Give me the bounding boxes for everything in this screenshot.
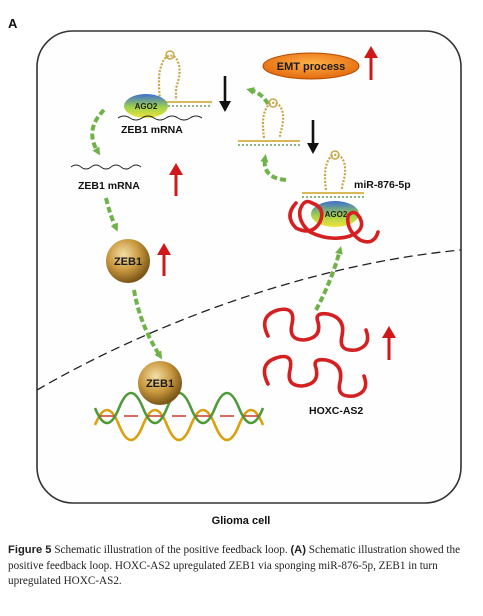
zeb1-nucleus-label: ZEB1 (146, 378, 174, 390)
hoxc-as2-squiggle-2 (262, 354, 368, 399)
mirna-label: miR-876-5p (354, 179, 411, 191)
diagram: EMT process AGO2 ZEB1 mRNA (36, 30, 462, 527)
cell-membrane (36, 30, 462, 504)
caption-figure-label: Figure 5 (8, 544, 52, 556)
emt-label: EMT process (277, 61, 345, 73)
ago2-mrna-complex-top: AGO2 (117, 50, 212, 121)
zeb1-mrna-free-label: ZEB1 mRNA (78, 180, 140, 192)
zeb1-protein-cyto: ZEB1 (106, 239, 150, 283)
green-arrow-hoxc-up (314, 246, 343, 311)
hoxc-as2-label: HOXC-AS2 (309, 405, 363, 417)
green-arrow-top-to-mrna (90, 108, 106, 156)
down-arrow-mid (307, 120, 319, 154)
caption-panel-ref: (A) (290, 544, 306, 556)
green-arrow-mirna-to-top (246, 87, 270, 106)
up-arrow-zeb1 (157, 243, 171, 276)
emt-up-arrow (364, 46, 378, 80)
caption-body: Schematic illustration showed the positi… (8, 544, 461, 588)
nuclear-membrane (36, 249, 462, 391)
green-arrow-ago2-to-mirna (260, 154, 287, 182)
hoxc-as2-squiggle-1 (262, 307, 370, 353)
emt-process-badge: EMT process (262, 52, 360, 80)
green-arrow-zeb1-to-nucleus (132, 289, 163, 360)
ago2-label-bottom: AGO2 (325, 210, 348, 219)
panel-letter: A (8, 16, 18, 31)
zeb1-mrna-bound-label: ZEB1 mRNA (121, 124, 183, 136)
down-arrow-top (219, 76, 231, 112)
up-arrow-hoxc (382, 326, 396, 360)
figure-caption: Figure 5 Schematic illustration of the p… (8, 543, 470, 590)
mirna-hairpin-mid (238, 98, 300, 146)
up-arrow-mrna (169, 163, 183, 196)
zeb1-cyto-label: ZEB1 (114, 256, 142, 268)
ago2-label-top: AGO2 (135, 102, 158, 111)
zeb1-protein-nucleus: ZEB1 (138, 361, 182, 405)
caption-title: Schematic illustration of the positive f… (54, 544, 288, 556)
zeb1-mrna-free-strand (70, 164, 142, 170)
cell-label: Glioma cell (212, 515, 271, 527)
green-arrow-mrna-to-zeb1 (104, 197, 118, 232)
lncrna-squiggle-top (288, 199, 380, 244)
